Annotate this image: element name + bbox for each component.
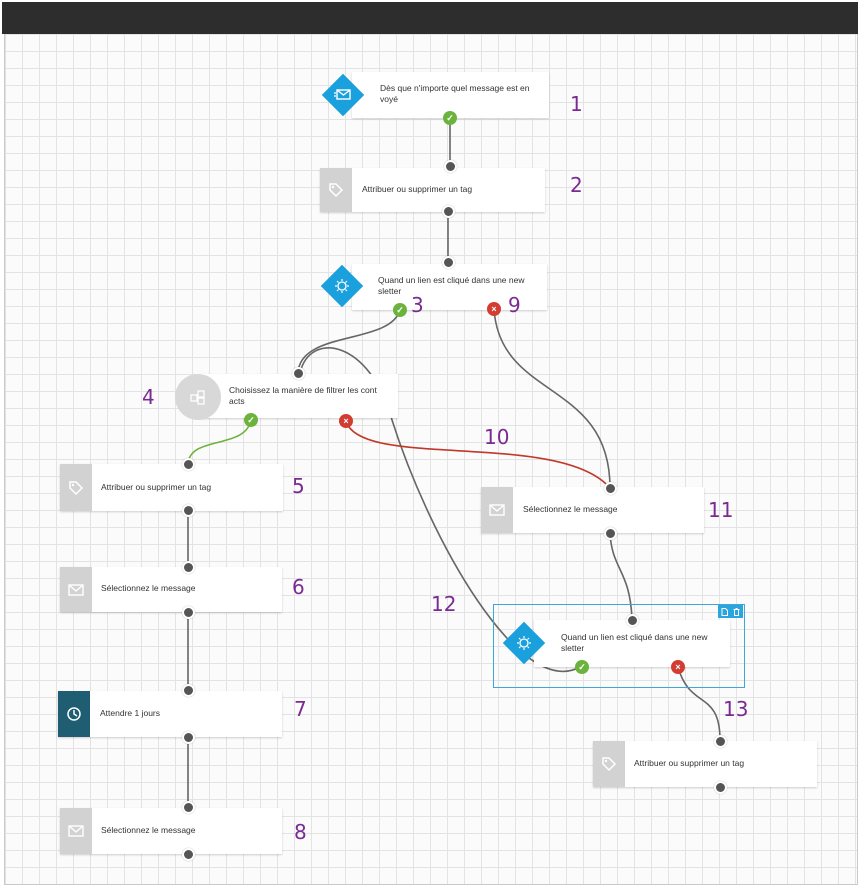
envelope-icon	[60, 808, 92, 854]
annotation-number: 11	[708, 498, 734, 522]
annotation-number: 8	[294, 820, 307, 844]
annotation-number: 6	[292, 575, 305, 599]
duplicate-icon[interactable]	[721, 603, 728, 621]
node-filter-contacts[interactable]: Choisissez la manière de filtrer les con…	[200, 374, 398, 418]
node-label: Sélectionnez le message	[101, 583, 196, 593]
input-port[interactable]	[182, 561, 195, 574]
yes-port-check-icon[interactable]: ✓	[575, 660, 589, 674]
selection-frame	[493, 604, 745, 688]
node-assign-tag[interactable]: Attribuer ou supprimer un tag	[320, 168, 545, 212]
wire-11-12	[609, 532, 633, 620]
annotation-number: 9	[508, 293, 521, 317]
annotation-number: 4	[142, 385, 155, 409]
node-label: Dès que n'importe quel message est en vo…	[380, 83, 530, 104]
wire-4-no	[345, 420, 611, 489]
node-label: Quand un lien est cliqué dans une new sl…	[561, 632, 708, 653]
output-port[interactable]	[182, 848, 195, 861]
output-port[interactable]	[182, 606, 195, 619]
node-wait[interactable]: Attendre 1 jours	[58, 691, 282, 737]
input-port[interactable]	[182, 684, 195, 697]
trash-icon[interactable]	[733, 603, 740, 621]
node-label: Sélectionnez le message	[101, 825, 196, 835]
annotation-number: 2	[570, 173, 583, 197]
node-label: Choisissez la manière de filtrer les con…	[229, 385, 377, 406]
tag-icon	[60, 464, 92, 511]
annotation-number: 1	[570, 92, 583, 116]
node-label: Attendre 1 jours	[100, 708, 161, 718]
filter-icon	[175, 374, 221, 420]
wire-3-4	[297, 309, 401, 374]
node-link-clicked[interactable]: Quand un lien est cliqué dans une new sl…	[534, 620, 730, 667]
node-select-message[interactable]: Sélectionnez le message	[60, 808, 282, 854]
node-assign-tag[interactable]: Attribuer ou supprimer un tag	[593, 741, 817, 787]
output-port[interactable]	[182, 731, 195, 744]
input-port[interactable]	[182, 458, 195, 471]
node-message-sent[interactable]: Dès que n'importe quel message est en vo…	[352, 72, 549, 118]
input-port[interactable]	[444, 160, 457, 173]
input-port[interactable]	[714, 735, 727, 748]
node-label: Attribuer ou supprimer un tag	[634, 758, 745, 768]
node-label: Quand un lien est cliqué dans une new sl…	[378, 275, 525, 296]
output-port[interactable]	[604, 527, 617, 540]
tag-icon	[593, 741, 625, 787]
wire-9-11	[493, 308, 611, 489]
annotation-number: 13	[723, 697, 749, 721]
node-label: Sélectionnez le message	[523, 504, 618, 514]
output-port[interactable]	[714, 781, 727, 794]
yes-port-check-icon[interactable]: ✓	[244, 413, 258, 427]
annotation-number: 10	[484, 425, 510, 449]
node-select-message[interactable]: Sélectionnez le message	[60, 567, 282, 612]
annotation-number: 5	[292, 474, 305, 498]
output-port[interactable]	[182, 504, 195, 517]
wire-4-yes	[187, 419, 252, 465]
yes-port-check-icon[interactable]: ✓	[443, 111, 457, 125]
top-bar	[2, 2, 858, 34]
node-toolbar[interactable]	[718, 605, 743, 618]
input-port[interactable]	[292, 367, 305, 380]
envelope-icon	[60, 567, 92, 612]
clock-icon	[58, 691, 90, 737]
no-port-cross-icon[interactable]: ×	[671, 660, 685, 674]
node-assign-tag[interactable]: Attribuer ou supprimer un tag	[60, 464, 283, 511]
annotation-number: 3	[411, 293, 424, 317]
node-link-clicked[interactable]: Quand un lien est cliqué dans une new sl…	[352, 264, 547, 310]
node-select-message[interactable]: Sélectionnez le message	[481, 487, 704, 533]
cursor-click-icon	[503, 622, 545, 664]
output-port[interactable]	[442, 205, 455, 218]
input-port[interactable]	[604, 482, 617, 495]
input-port[interactable]	[626, 614, 639, 627]
cursor-click-icon	[321, 265, 363, 307]
envelope-icon	[481, 487, 513, 533]
no-port-cross-icon[interactable]: ×	[487, 302, 501, 316]
node-label: Attribuer ou supprimer un tag	[362, 184, 473, 194]
wire-12-13	[677, 666, 721, 741]
envelope-trigger-icon	[322, 74, 364, 116]
no-port-cross-icon[interactable]: ×	[339, 414, 353, 428]
annotation-number: 7	[294, 697, 307, 721]
node-label: Attribuer ou supprimer un tag	[101, 482, 212, 492]
input-port[interactable]	[182, 801, 195, 814]
tag-icon	[320, 168, 352, 212]
yes-port-check-icon[interactable]: ✓	[393, 303, 407, 317]
annotation-number: 12	[431, 592, 457, 616]
input-port[interactable]	[442, 256, 455, 269]
